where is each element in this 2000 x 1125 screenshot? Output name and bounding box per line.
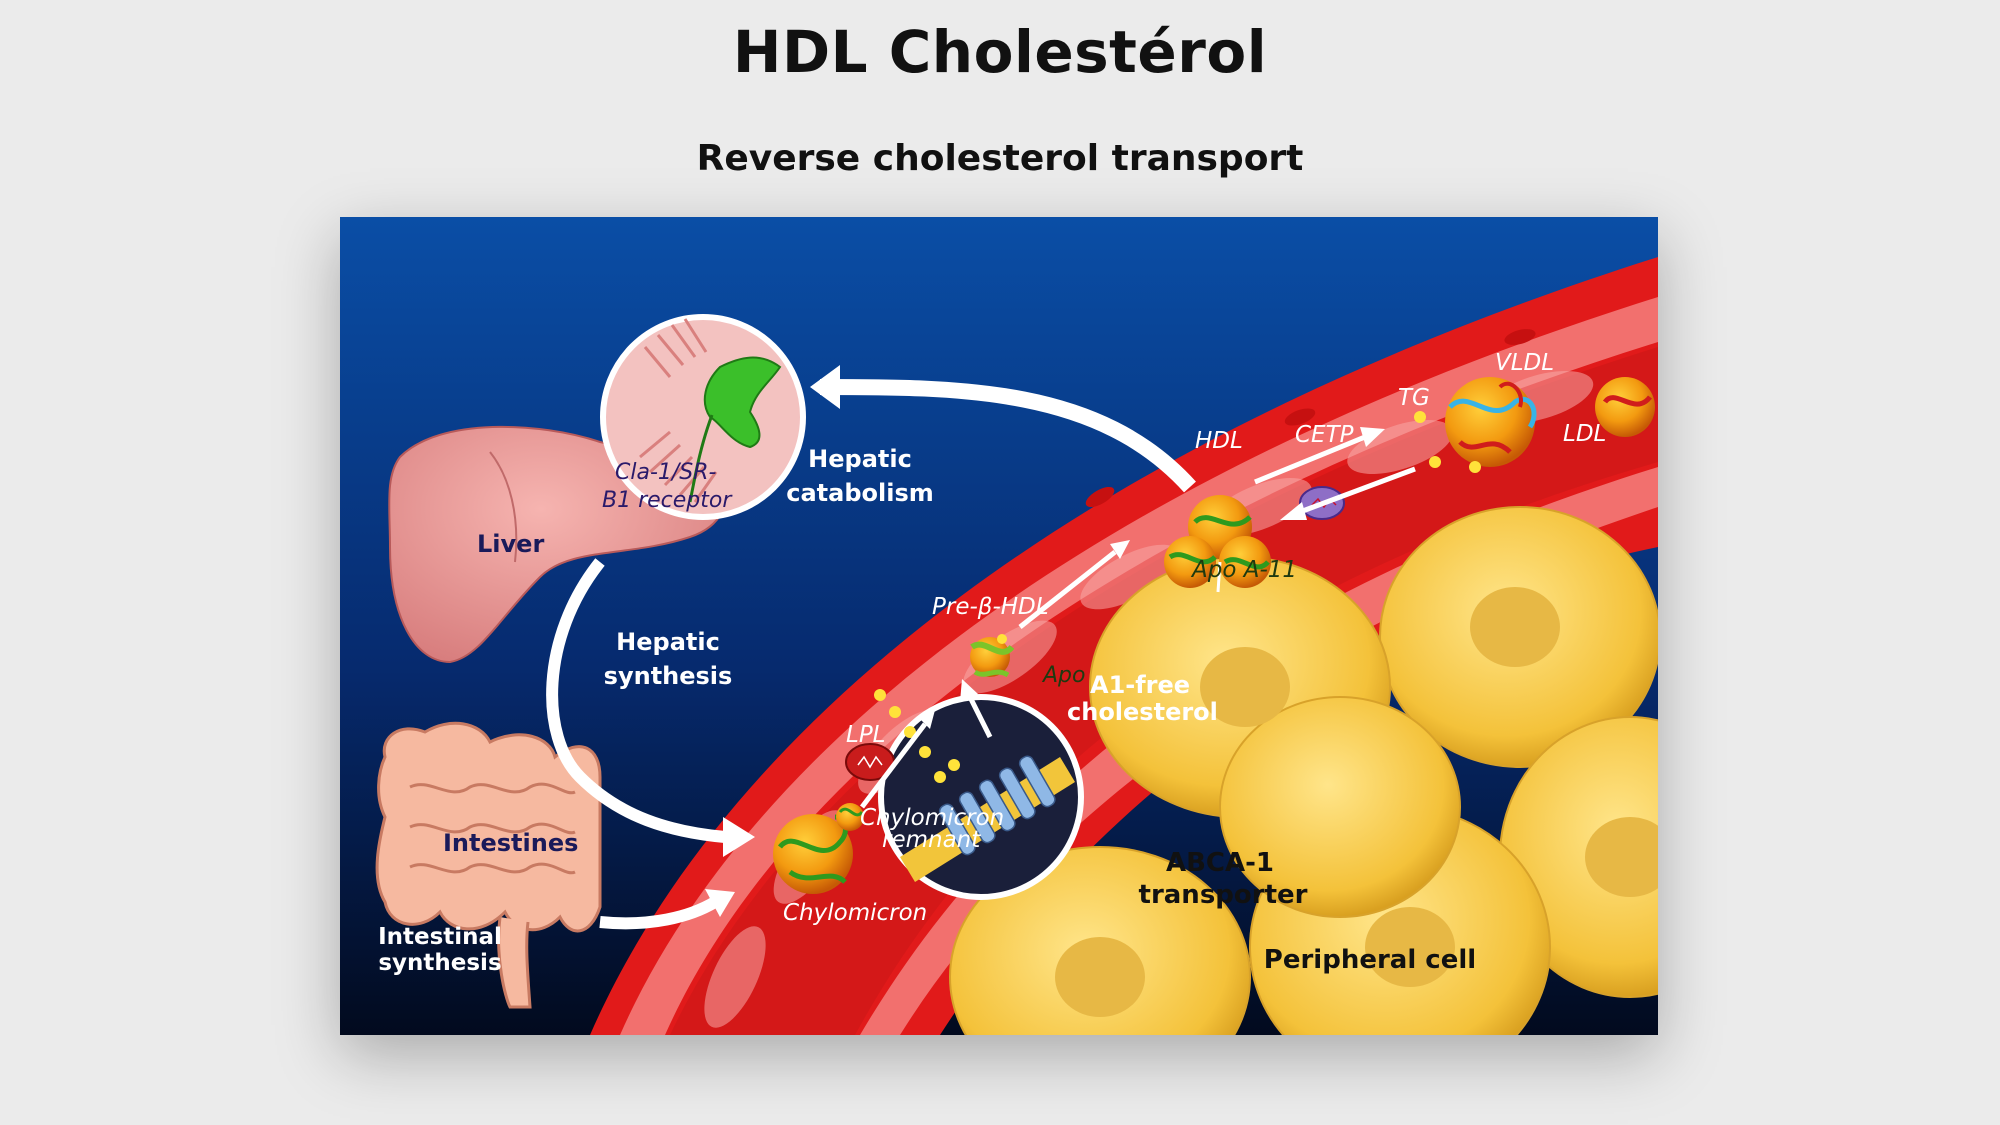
label-liver: Liver (477, 530, 544, 558)
label-intestines: Intestines (443, 829, 578, 857)
reverse-cholesterol-transport-figure: Liver Cla-1/SR- B1 receptor Hepatic cata… (340, 217, 1658, 1035)
label-hepatic-synthesis-2: synthesis (604, 662, 733, 690)
label-chylomicron: Chylomicron (783, 900, 927, 926)
label-a1-free-2: cholesterol (1067, 698, 1218, 726)
label-receptor-1: Cla-1/SR- (615, 460, 717, 485)
label-intestinal-synthesis-1: Intestinal (378, 924, 502, 950)
label-hepatic-catabolism-1: Hepatic (808, 445, 912, 473)
label-apo-a11: Apo A-11 (1190, 557, 1297, 583)
label-lpl: LPL (846, 722, 886, 748)
label-abca1-2: transporter (1139, 880, 1308, 910)
label-hepatic-catabolism-2: catabolism (786, 479, 934, 507)
label-tg: TG (1398, 385, 1430, 411)
slide-title: HDL Cholestérol (0, 18, 2000, 86)
label-ldl: LDL (1563, 421, 1606, 447)
label-pre-beta-hdl: Pre-β-HDL (932, 594, 1049, 620)
label-a1-free-1: A1-free (1090, 671, 1190, 699)
label-apo: Apo (1041, 663, 1085, 688)
label-intestinal-synthesis-2: synthesis (378, 950, 501, 976)
label-hdl: HDL (1195, 428, 1243, 454)
label-chylomicron-remnant-2: remnant (882, 827, 981, 853)
label-vldl: VLDL (1495, 350, 1554, 376)
diagram-canvas: Liver Cla-1/SR- B1 receptor Hepatic cata… (340, 217, 1658, 1035)
slide-subtitle: Reverse cholesterol transport (0, 138, 2000, 179)
label-hepatic-synthesis-1: Hepatic (616, 628, 720, 656)
label-peripheral-cell: Peripheral cell (1264, 945, 1476, 975)
label-receptor-2: B1 receptor (602, 488, 733, 513)
receptor-inset (603, 317, 803, 517)
label-cetp: CETP (1295, 422, 1354, 448)
label-abca1-1: ABCA-1 (1166, 848, 1274, 878)
